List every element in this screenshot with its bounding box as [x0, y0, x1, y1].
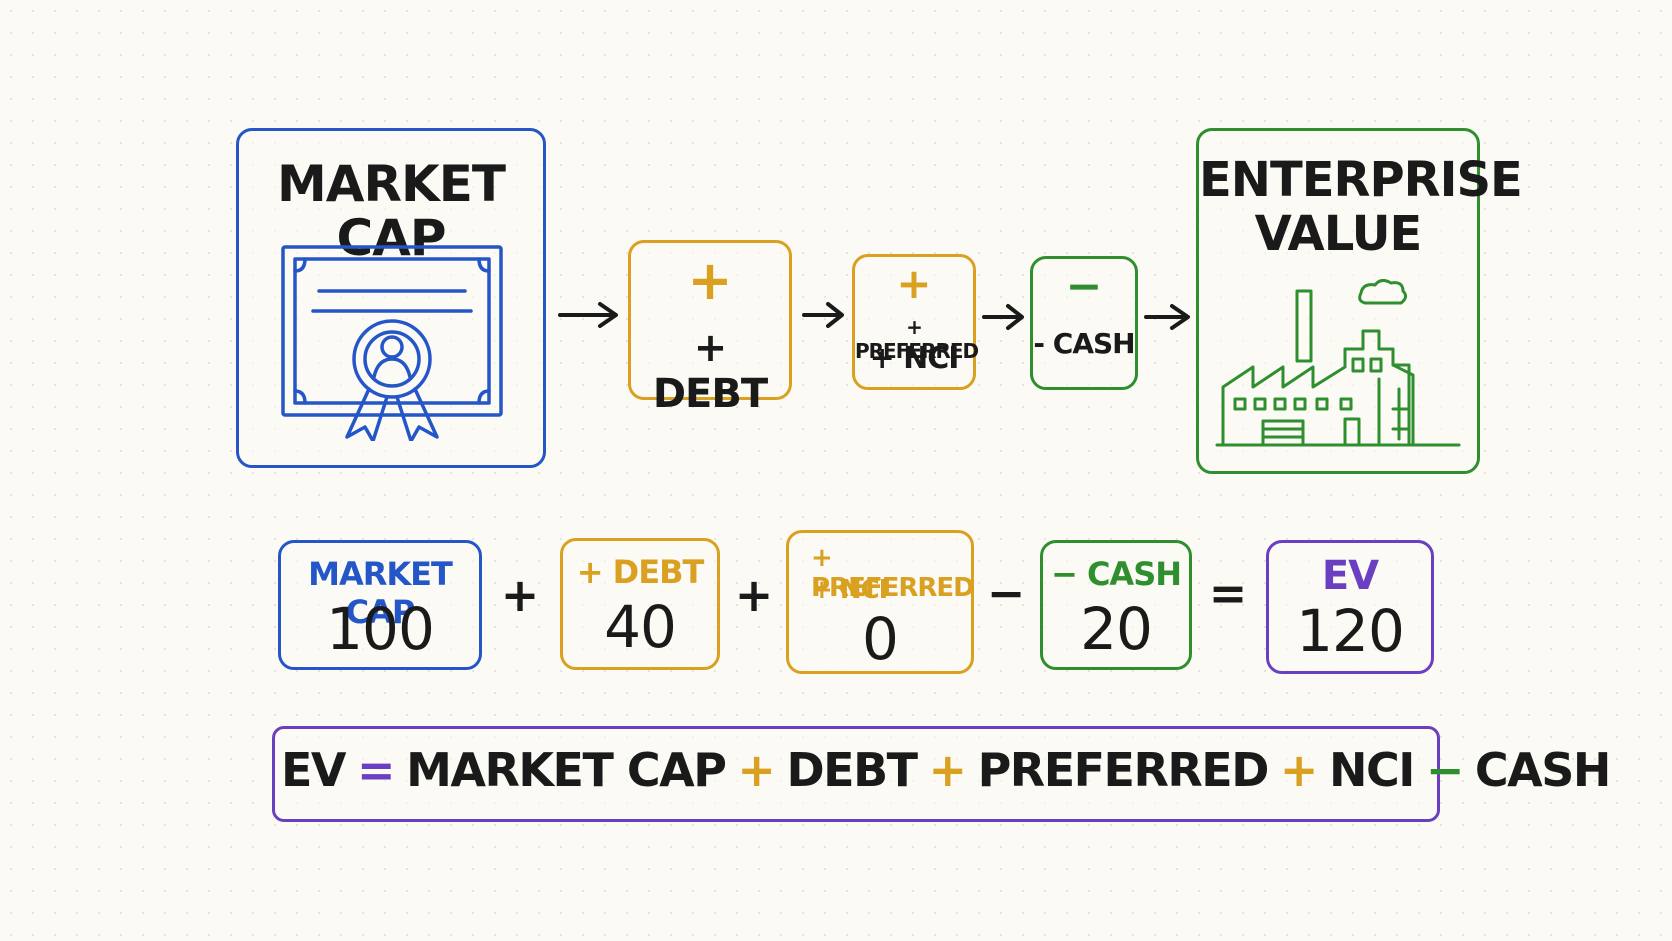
- example-market-cap-value: 100: [326, 595, 435, 663]
- formula-plus: +: [737, 743, 776, 797]
- stock-certificate-icon: [281, 245, 503, 441]
- equals-symbol: =: [1208, 566, 1248, 620]
- formula-cash: CASH: [1474, 743, 1612, 797]
- ev-title-line2: VALUE: [1254, 206, 1423, 262]
- plus-icon: +: [896, 259, 932, 308]
- example-cash-box: − CASH 20: [1040, 540, 1192, 670]
- example-market-cap-box: MARKET CAP 100: [278, 540, 482, 670]
- minus-icon: −: [1065, 261, 1103, 312]
- enterprise-value-card: ENTERPRISE VALUE: [1196, 128, 1523, 474]
- arrow-right-icon: [1144, 304, 1190, 330]
- formula-debt: DEBT: [786, 743, 918, 797]
- formula-bar: EV=MARKET CAP+DEBT+PREFERRED+NCI−CASH: [272, 726, 1611, 822]
- formula-nci: NCI: [1328, 743, 1415, 797]
- formula-plus: +: [1279, 743, 1319, 797]
- preferred-label: + PREFERRED: [855, 315, 979, 363]
- example-debt-value: 40: [604, 593, 677, 661]
- example-ev-value: 120: [1296, 597, 1405, 665]
- cash-card: − - CASH: [1030, 256, 1138, 390]
- example-debt-label: + DEBT: [576, 553, 705, 591]
- plus-icon: +: [687, 249, 733, 312]
- example-preferred-nci-box: + PREFERRED + NCI 0: [786, 530, 975, 674]
- factory-icon: [1215, 279, 1461, 447]
- arrow-right-icon: [982, 304, 1024, 330]
- arrow-right-icon: [802, 302, 844, 328]
- formula-preferred: PREFERRED: [977, 743, 1270, 797]
- plus-symbol: +: [500, 568, 540, 622]
- arrow-right-icon: [558, 302, 618, 328]
- example-cash-label: − CASH: [1050, 555, 1182, 593]
- preferred-nci-card: + + PREFERRED + NCI: [852, 254, 979, 390]
- formula-minus: −: [1425, 743, 1465, 797]
- plus-symbol: +: [734, 568, 774, 622]
- example-preferred-nci-value: 0: [862, 605, 899, 673]
- formula-plus: +: [928, 743, 968, 797]
- formula-ev: EV: [281, 743, 347, 797]
- example-nci-label: + NCI: [811, 575, 888, 605]
- example-market-cap-label: MARKET CAP: [308, 555, 453, 631]
- cash-label: - CASH: [1033, 327, 1135, 360]
- debt-card: + + DEBT: [628, 240, 792, 417]
- nci-label: + NCI: [869, 341, 960, 376]
- minus-symbol: −: [986, 566, 1026, 620]
- formula-text: EV=MARKET CAP+DEBT+PREFERRED+NCI−CASH: [275, 743, 1611, 797]
- market-cap-title: MARKET CAP: [277, 155, 506, 267]
- example-ev-box: EV 120: [1266, 540, 1434, 674]
- example-cash-value: 20: [1080, 595, 1153, 663]
- formula-equals: =: [357, 743, 396, 797]
- example-preferred-label: + PREFERRED: [811, 543, 975, 603]
- market-cap-card: MARKET CAP: [236, 128, 546, 468]
- example-ev-label: EV: [1321, 553, 1379, 599]
- debt-label: + DEBT: [652, 325, 768, 417]
- example-debt-box: + DEBT 40: [560, 538, 720, 670]
- ev-title-line1: ENTERPRISE: [1199, 152, 1523, 208]
- formula-market-cap: MARKET CAP: [406, 743, 727, 797]
